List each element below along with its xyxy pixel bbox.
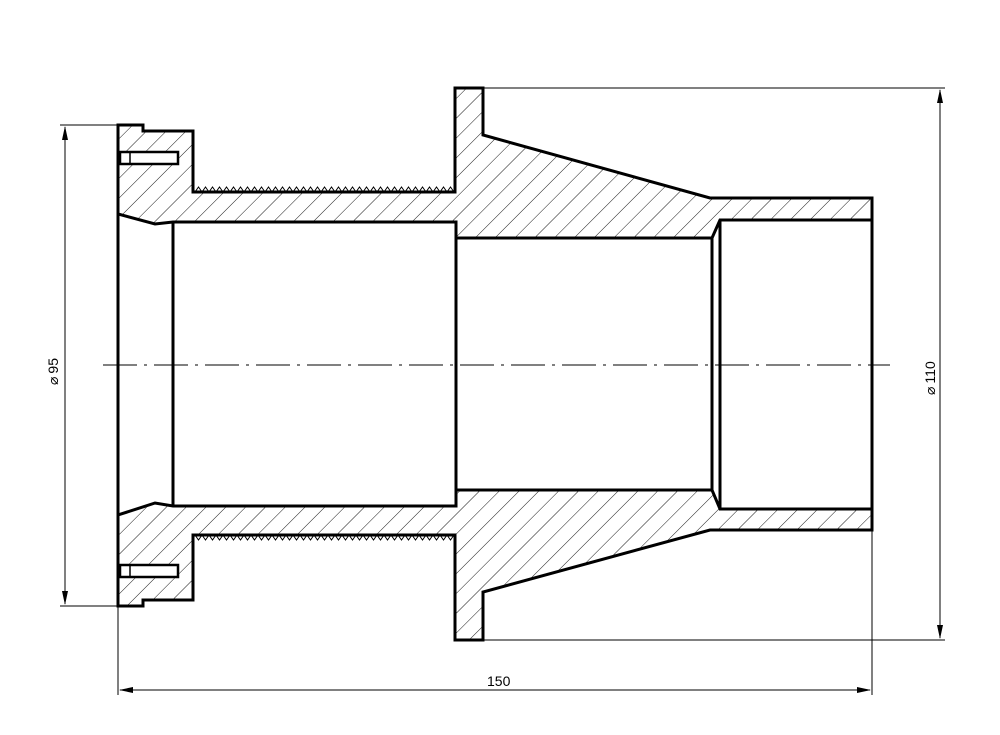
dim110-symbol: ⌀ bbox=[922, 386, 938, 395]
thread-bottom bbox=[194, 534, 455, 541]
dim110-label: ⌀ 110 bbox=[922, 361, 938, 395]
section-bottom-body bbox=[116, 488, 874, 642]
dim110-arrow-top bbox=[937, 89, 943, 103]
dim95-label: ⌀ 95 bbox=[45, 358, 61, 385]
dim95-arrow-top bbox=[62, 126, 68, 140]
dim95-symbol: ⌀ bbox=[45, 376, 61, 385]
section-top-body bbox=[116, 86, 874, 240]
dim150-label: 150 bbox=[487, 673, 511, 689]
pin-slot-bottom bbox=[118, 563, 180, 579]
dim150-arrow-left bbox=[119, 687, 133, 693]
dim95-arrow-bottom bbox=[62, 591, 68, 605]
dim110-value: 110 bbox=[922, 361, 938, 384]
dim150-arrow-right bbox=[857, 687, 871, 693]
thread-top bbox=[194, 186, 455, 193]
pin-slot-top bbox=[118, 150, 180, 166]
dim95-value: 95 bbox=[45, 358, 61, 374]
dim110-arrow-bottom bbox=[937, 625, 943, 639]
